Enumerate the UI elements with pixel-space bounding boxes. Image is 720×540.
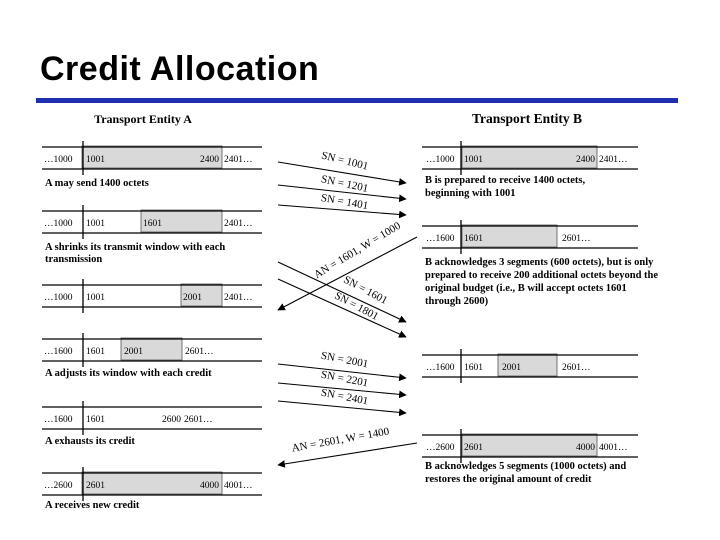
arrow-a-to-b: [277, 400, 407, 417]
sequence-label: 4001…: [224, 481, 253, 491]
sequence-label: …2600: [426, 443, 455, 453]
arrow-a-to-b: [277, 161, 407, 186]
entity-b-window-1: …1000 1001 2400 2401… B is prepared to recei…: [422, 141, 638, 199]
window-caption: A adjusts its window with each credit: [45, 368, 212, 379]
window-caption: through 2600): [425, 296, 489, 307]
send-window-box: [81, 471, 223, 495]
message-6: SN = 1801: [277, 278, 407, 338]
entity-b-windows: …1000 1001 2400 2401… B is prepared to recei…: [422, 141, 658, 485]
sequence-label: 2401…: [224, 219, 253, 229]
sequence-label: …1000: [44, 219, 73, 229]
sequence-label: …1000: [426, 155, 455, 165]
arrow-a-to-b: [277, 184, 407, 203]
entity-a-window-3: …1000 1001 2001 2401…: [42, 279, 262, 313]
message-label: SN = 2001: [320, 350, 369, 371]
send-window-box: [81, 145, 223, 169]
sequence-label: 2401…: [224, 293, 253, 303]
sequence-label: 2601…: [562, 234, 591, 244]
sequence-label: 2001: [124, 347, 143, 357]
window-caption: transmission: [45, 254, 102, 265]
arrow-a-to-b: [277, 363, 407, 382]
window-caption: beginning with 1001: [425, 188, 515, 199]
entity-b-window-4: …2600 2601 4000 4001… B acknowledges 5 segme…: [422, 429, 638, 485]
sequence-label: 2600: [162, 415, 181, 425]
arrow-a-to-b: [277, 278, 407, 338]
sequence-label: 2601…: [184, 415, 213, 425]
sequence-label: 4000: [200, 481, 219, 491]
sequence-label: 2601: [464, 443, 483, 453]
send-window-box: [180, 283, 223, 307]
message-9: SN = 2401: [277, 387, 407, 417]
arrow-a-to-b: [277, 261, 407, 323]
slide-title: Credit Allocation: [40, 50, 320, 88]
sequence-label: 1001: [86, 219, 105, 229]
arrow-b-to-a: [277, 236, 418, 311]
send-window-box: [461, 433, 598, 457]
sequence-label: 1601: [86, 347, 105, 357]
entity-b-title: Transport Entity B: [472, 111, 582, 126]
sequence-label: 2001: [183, 293, 202, 303]
title-underline: [36, 98, 678, 103]
sequence-label: …1600: [44, 415, 73, 425]
window-caption: restores the original amount of credit: [425, 474, 592, 485]
send-window-box: [120, 337, 183, 361]
window-caption: prepared to receive 200 additional octet…: [425, 270, 658, 281]
sequence-label: …1600: [44, 347, 73, 357]
sequence-label: …1600: [426, 234, 455, 244]
entity-a-title: Transport Entity A: [94, 112, 192, 126]
sequence-label: 2601: [86, 481, 105, 491]
sequence-label: 1001: [464, 155, 483, 165]
sequence-label: …1000: [44, 293, 73, 303]
entity-a-window-4: …1600 1601 2001 2601… A adjusts its window w…: [42, 333, 262, 379]
sequence-label: …2600: [44, 481, 73, 491]
window-caption: B acknowledges 5 segments (1000 octets) …: [425, 461, 626, 472]
message-label: AN = 1601, W = 1000: [312, 220, 403, 281]
sequence-label: 1601: [86, 415, 105, 425]
message-3: SN = 1401: [277, 192, 407, 219]
sequence-label: 2400: [576, 155, 595, 165]
message-label: SN = 1001: [320, 149, 369, 172]
sequence-label: …1000: [44, 155, 73, 165]
send-window-box: [140, 209, 223, 233]
window-caption: A may send 1400 octets: [45, 178, 149, 189]
sequence-label: 4000: [576, 443, 595, 453]
entity-a-window-2: …1000 1001 1601 2401… A shrinks its transmit…: [42, 205, 262, 265]
sequence-label: 1001: [86, 155, 105, 165]
sequence-label: 2400: [200, 155, 219, 165]
send-window-box: [461, 145, 598, 169]
arrow-b-to-a: [277, 442, 418, 468]
window-caption: A exhausts its credit: [45, 436, 135, 447]
sequence-label: 1601: [464, 234, 483, 244]
sequence-label: 1601: [464, 363, 483, 373]
sequence-label: 2601…: [185, 347, 214, 357]
entity-a-window-6: …2600 2601 4000 4001… A receives new credit: [42, 467, 262, 511]
sequence-label: 2401…: [224, 155, 253, 165]
sequence-label: 1601: [143, 219, 162, 229]
send-window-box: [461, 224, 558, 248]
window-caption: original budget (i.e., B will accept oct…: [425, 283, 627, 294]
entity-a-windows: …1000 1001 2400 2401… A may send 1400 octets…: [42, 141, 262, 511]
window-caption: B acknowledges 3 segments (600 octets), …: [425, 257, 654, 268]
sequence-label: 2001: [502, 363, 521, 373]
entity-b-window-2: …1600 1601 2601… B acknowledges 3 segments …: [422, 220, 658, 307]
sequence-label: 2601…: [562, 363, 591, 373]
window-caption: A receives new credit: [45, 500, 140, 511]
window-caption: A shrinks its transmit window with each: [45, 242, 225, 253]
send-window-box: [497, 353, 558, 377]
arrow-a-to-b: [277, 204, 407, 219]
sequence-label: 4001…: [599, 443, 628, 453]
entity-b-window-3: …1600 1601 2001 2601…: [422, 349, 638, 383]
window-caption: B is prepared to receive 1400 octets,: [425, 175, 585, 186]
arrow-a-to-b: [277, 382, 407, 399]
sequence-label: 1001: [86, 293, 105, 303]
sequence-label: …1600: [426, 363, 455, 373]
sequence-label: 2401…: [599, 155, 628, 165]
message-label: AN = 2601, W = 1400: [291, 425, 391, 454]
entity-a-window-1: …1000 1001 2400 2401… A may send 1400 octets: [42, 141, 262, 189]
message-10: AN = 2601, W = 1400: [277, 425, 418, 468]
message-label: SN = 1201: [320, 173, 369, 195]
